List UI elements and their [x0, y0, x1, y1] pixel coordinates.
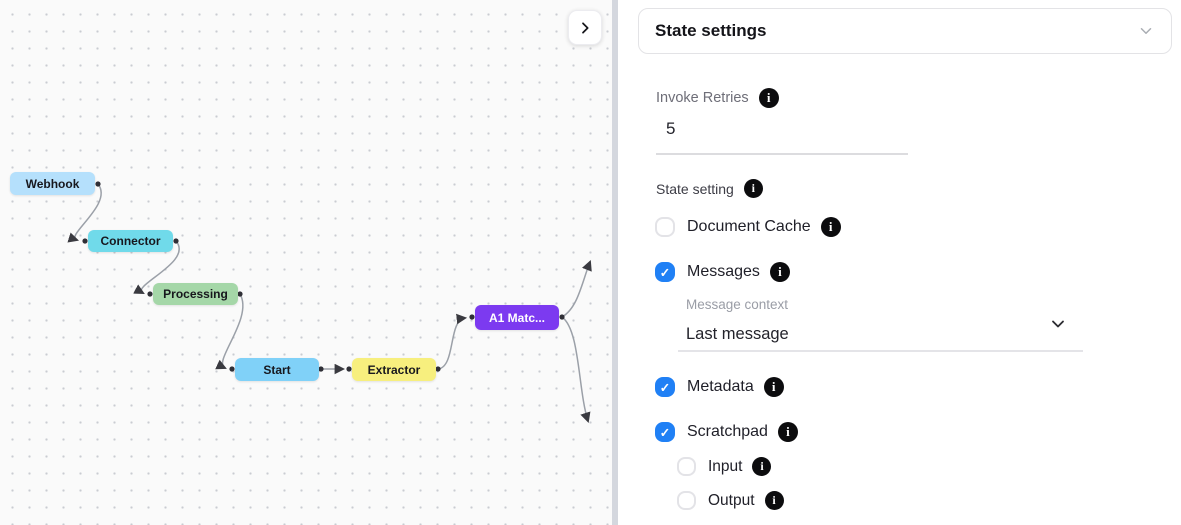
- option-row-scratchpad: Scratchpad i: [655, 422, 798, 442]
- edge-aimatch-out-bottom[interactable]: [561, 316, 591, 423]
- node-label: Connector: [100, 234, 161, 248]
- edges-layer: [67, 181, 592, 423]
- port-processing-in[interactable]: [147, 291, 153, 297]
- invoke-retries-row: Invoke Retries i: [656, 88, 779, 108]
- expand-panel-button[interactable]: [568, 10, 602, 45]
- document-cache-checkbox[interactable]: [655, 217, 675, 237]
- edge-processing-start[interactable]: [215, 293, 244, 370]
- option-row-messages: Messages i: [655, 262, 790, 282]
- option-label: Input: [708, 457, 743, 475]
- input-checkbox[interactable]: [677, 457, 696, 476]
- port-aimatch-out[interactable]: [559, 314, 565, 320]
- info-icon[interactable]: i: [777, 422, 798, 442]
- node-label: Extractor: [367, 362, 421, 377]
- node-start[interactable]: Start: [235, 358, 319, 381]
- message-context-label: Message context: [686, 297, 789, 312]
- state-settings-header[interactable]: State settings: [638, 8, 1172, 54]
- port-aimatch-in[interactable]: [469, 314, 475, 320]
- panel-title: State settings: [655, 21, 767, 40]
- port-connector-out[interactable]: [173, 238, 179, 244]
- chevron-down-icon: [1137, 22, 1155, 40]
- node-webhook[interactable]: Webhook: [10, 172, 95, 195]
- invoke-retries-label: Invoke Retries: [656, 90, 749, 106]
- messages-checkbox[interactable]: [655, 262, 675, 282]
- port-processing-out[interactable]: [237, 291, 243, 297]
- chevron-down-icon[interactable]: [1048, 314, 1068, 334]
- option-label: Metadata: [687, 378, 754, 395]
- option-label: Scratchpad: [687, 423, 768, 440]
- port-start-in[interactable]: [229, 366, 235, 372]
- node-label: Start: [263, 362, 291, 377]
- chevron-right-icon: [582, 21, 589, 34]
- info-icon[interactable]: i: [764, 491, 784, 510]
- edge-webhook-connector[interactable]: [67, 183, 102, 243]
- node-extractor[interactable]: Extractor: [352, 358, 436, 381]
- option-row-metadata: Metadata i: [655, 377, 784, 397]
- port-webhook-out[interactable]: [95, 181, 101, 187]
- edge-connector-processing[interactable]: [133, 240, 180, 295]
- info-icon[interactable]: i: [820, 217, 841, 237]
- port-extractor-in[interactable]: [346, 366, 352, 372]
- info-icon[interactable]: i: [763, 377, 784, 397]
- node-processing[interactable]: Processing: [153, 283, 238, 305]
- info-icon[interactable]: i: [758, 88, 779, 108]
- scratchpad-checkbox[interactable]: [655, 422, 675, 442]
- edge-aimatch-out-top[interactable]: [561, 260, 592, 318]
- message-context-underline: [678, 350, 1083, 352]
- info-icon[interactable]: i: [752, 457, 772, 476]
- port-connector-in[interactable]: [82, 238, 88, 244]
- option-label: Messages: [687, 263, 760, 280]
- info-icon[interactable]: i: [769, 262, 790, 282]
- option-row-document-cache: Document Cache i: [655, 217, 841, 237]
- ports: [82, 181, 565, 372]
- node-connector[interactable]: Connector: [88, 230, 173, 252]
- node-label: Processing: [163, 287, 228, 301]
- port-extractor-out[interactable]: [435, 366, 441, 372]
- node-label: A1 Matc...: [488, 310, 545, 325]
- info-icon[interactable]: i: [743, 179, 763, 198]
- option-row-input: Input i: [677, 457, 772, 476]
- node-ai-match[interactable]: A1 Matc...: [475, 305, 559, 330]
- output-checkbox[interactable]: [677, 491, 696, 510]
- invoke-retries-underline: [656, 153, 908, 155]
- panel-divider: [612, 0, 618, 525]
- message-context-select[interactable]: Last message: [686, 325, 789, 343]
- state-settings-panel: State settings Invoke Retries i 5 State …: [618, 0, 1181, 525]
- node-label: Webhook: [25, 176, 80, 191]
- state-setting-row: State setting i: [656, 179, 763, 198]
- edge-extractor-aimatch[interactable]: [437, 313, 468, 370]
- option-row-output: Output i: [677, 491, 784, 510]
- port-start-out[interactable]: [318, 366, 324, 372]
- option-label: Output: [708, 491, 755, 509]
- state-setting-label: State setting: [656, 180, 734, 197]
- invoke-retries-input[interactable]: 5: [666, 119, 676, 138]
- option-label: Document Cache: [687, 218, 811, 235]
- metadata-checkbox[interactable]: [655, 377, 675, 397]
